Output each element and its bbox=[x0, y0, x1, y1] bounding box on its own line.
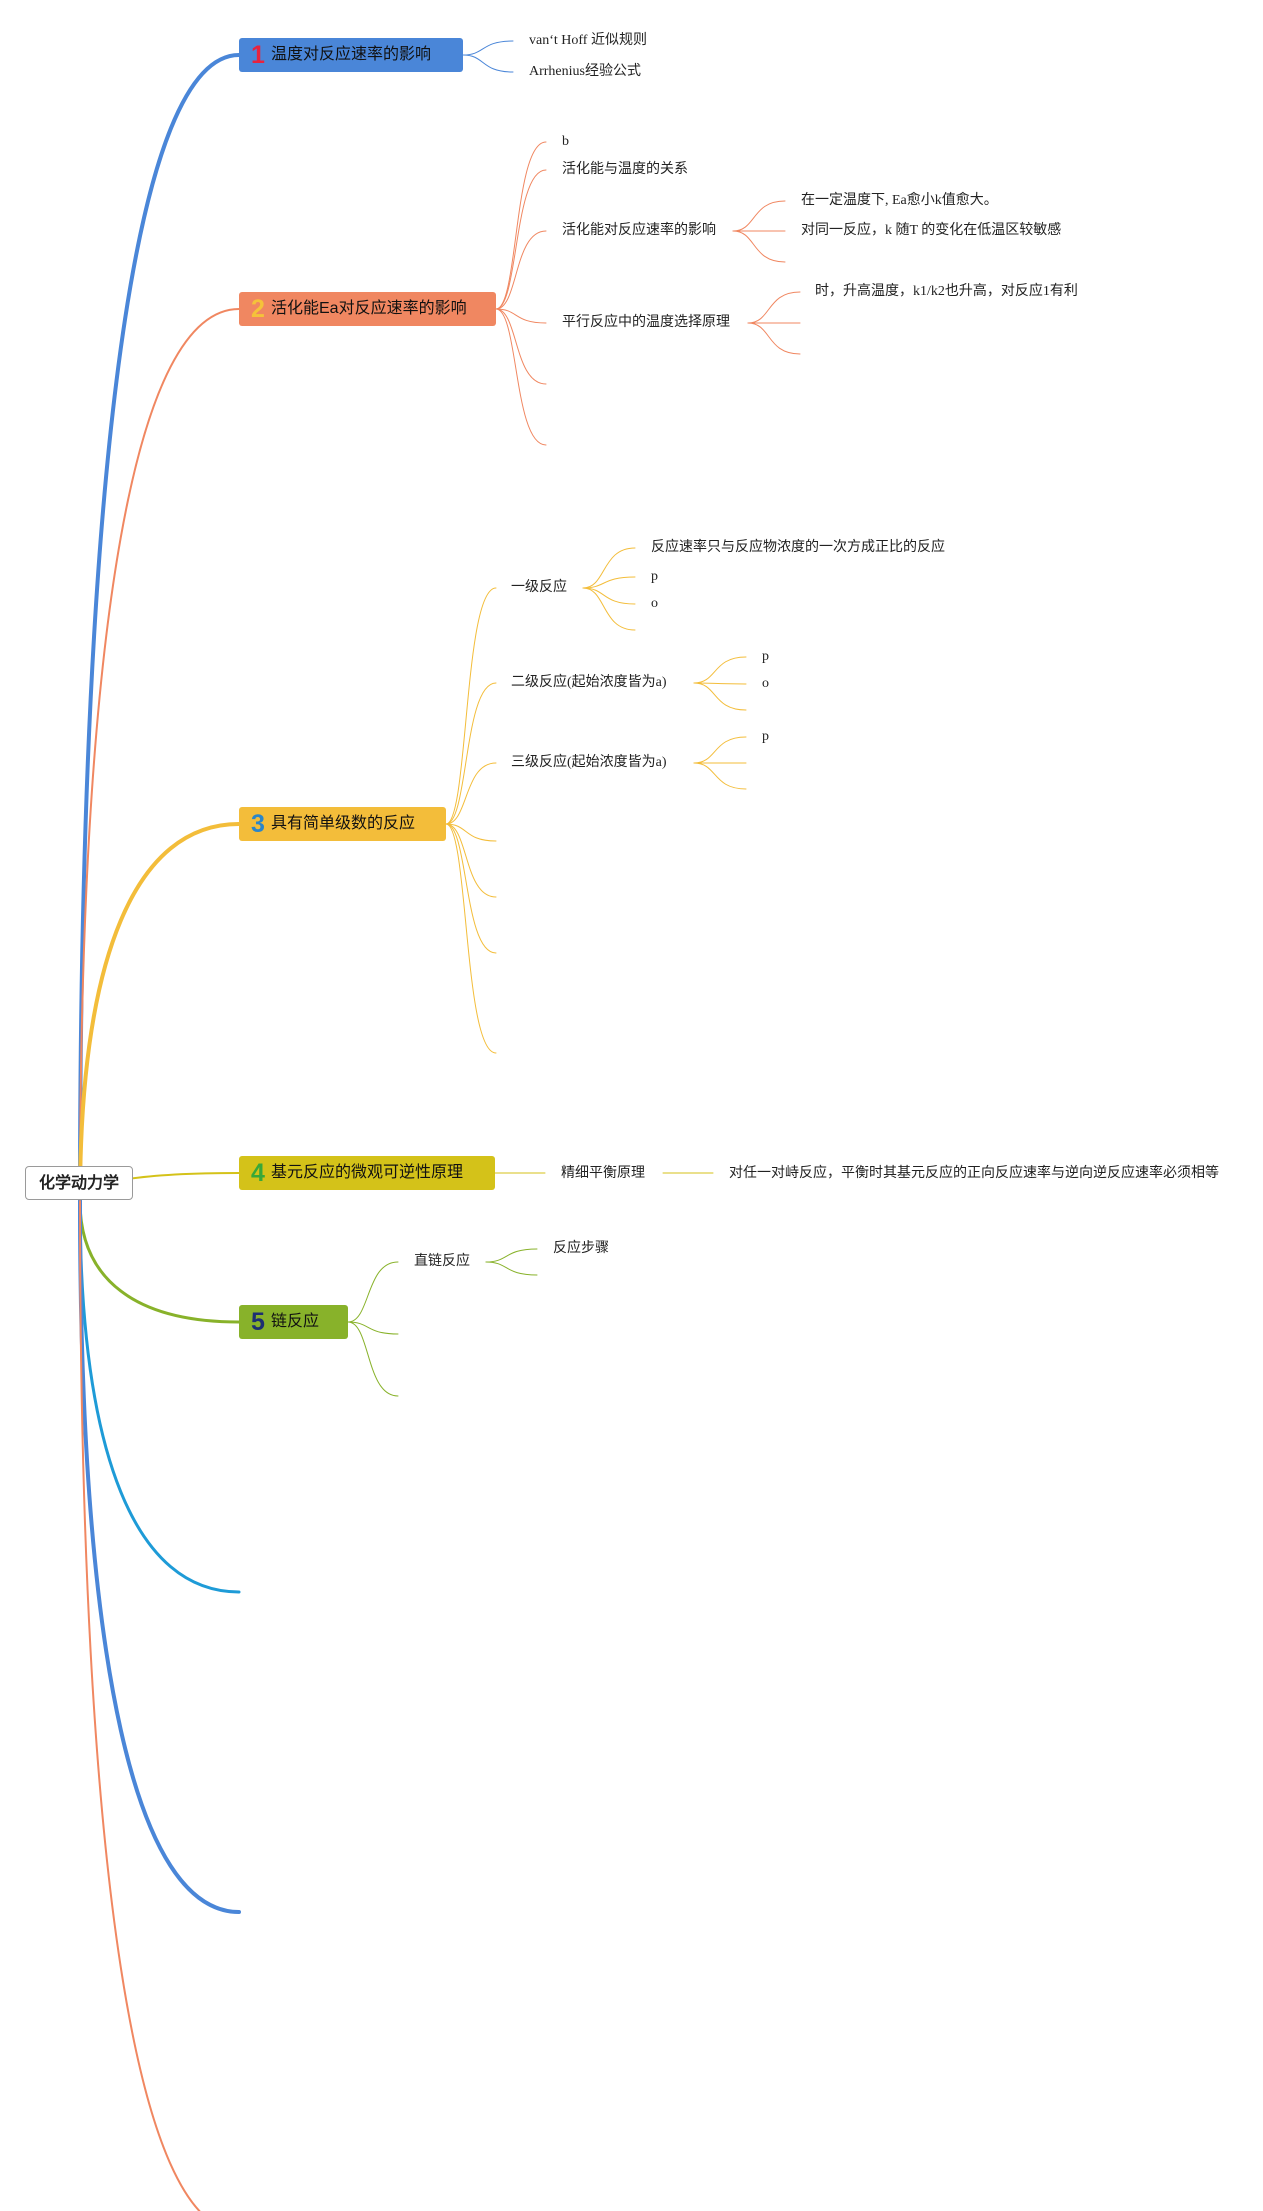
first-order-leaf-o[interactable]: o bbox=[651, 596, 658, 611]
edge-b1-c2 bbox=[462, 54, 514, 73]
edge-b3-so-3 bbox=[693, 682, 747, 711]
branch-2-child-activation-temperature[interactable]: 活化能与温度的关系 bbox=[562, 162, 688, 177]
parallel-reaction-leaf-1[interactable]: 时，升高温度，k1/k2也升高，对反应1有利 bbox=[815, 284, 1078, 299]
edge-b3-c1 bbox=[445, 587, 497, 825]
branch-2-label: 活化能Ea对反应速率的影响 bbox=[271, 300, 467, 317]
edge-b2-ar-1 bbox=[732, 200, 786, 232]
edge-b2-c4 bbox=[495, 308, 547, 324]
edge-root-empty-branch-7 bbox=[78, 1199, 241, 1914]
number-5-icon: 5 bbox=[251, 1308, 265, 1336]
activation-rate-leaf-2[interactable]: 对同一反应，k 随T 的变化在低温区较敏感 bbox=[801, 223, 1062, 238]
activation-rate-leaf-1[interactable]: 在一定温度下, Ea愈小k值愈大。 bbox=[801, 193, 998, 208]
number-2-icon: 2 bbox=[251, 295, 265, 323]
edge-root-branch-5 bbox=[78, 1199, 241, 1324]
edge-b2-ar-3 bbox=[732, 230, 786, 263]
edge-b2-c3 bbox=[495, 230, 547, 310]
edge-b3-to-3 bbox=[693, 762, 747, 790]
edge-b5-c1 bbox=[347, 1261, 399, 1323]
third-order-leaf-p[interactable]: p bbox=[762, 729, 769, 744]
edge-b3-fo-1 bbox=[582, 547, 636, 589]
edge-root-branch-1 bbox=[78, 53, 241, 1203]
branch-4-label: 基元反应的微观可逆性原理 bbox=[271, 1164, 464, 1181]
edge-b2-pr-1 bbox=[747, 291, 801, 324]
edge-b3-fo-3 bbox=[582, 587, 636, 605]
second-order-reaction[interactable]: 二级反应(起始浓度皆为a) bbox=[511, 675, 667, 690]
branch-3-topic[interactable]: 3 具有简单级数的反应 bbox=[239, 807, 446, 841]
edge-b3-c7 bbox=[445, 823, 497, 1054]
edge-b3-fo-4 bbox=[582, 587, 636, 631]
branch-4-topic[interactable]: 4 基元反应的微观可逆性原理 bbox=[239, 1156, 495, 1190]
edge-b5-sc-2 bbox=[485, 1261, 538, 1276]
edge-b5-c2 bbox=[347, 1321, 399, 1335]
second-order-leaf-p[interactable]: p bbox=[762, 649, 769, 664]
branch-2-child-parallel-reaction[interactable]: 平行反应中的温度选择原理 bbox=[562, 315, 730, 330]
branch-1-topic[interactable]: 1 温度对反应速率的影响 bbox=[239, 38, 463, 72]
root-topic[interactable]: 化学动力学 bbox=[25, 1166, 133, 1200]
edge-b3-c3 bbox=[445, 762, 497, 825]
second-order-leaf-o[interactable]: o bbox=[762, 676, 769, 691]
edge-b5-c3 bbox=[347, 1321, 399, 1397]
edge-b2-c6 bbox=[495, 308, 547, 446]
edge-root-branch-3 bbox=[78, 822, 241, 1203]
third-order-reaction[interactable]: 三级反应(起始浓度皆为a) bbox=[511, 755, 667, 770]
edge-b5-sc-1 bbox=[485, 1248, 538, 1263]
edge-b3-c5 bbox=[445, 823, 497, 898]
edge-b3-so-1 bbox=[693, 656, 747, 684]
first-order-leaf-1[interactable]: 反应速率只与反应物浓度的一次方成正比的反应 bbox=[651, 540, 945, 555]
first-order-reaction[interactable]: 一级反应 bbox=[511, 580, 567, 595]
edge-b2-pr-3 bbox=[747, 322, 801, 355]
edge-b1-c1 bbox=[462, 40, 514, 56]
branch-1-child-2[interactable]: Arrhenius经验公式 bbox=[529, 64, 641, 79]
edge-b3-fo-2 bbox=[582, 576, 636, 589]
branch-2-child-b[interactable]: b bbox=[562, 134, 569, 149]
number-3-icon: 3 bbox=[251, 810, 265, 838]
edge-b3-c4 bbox=[445, 823, 497, 842]
edge-b2-c2 bbox=[495, 169, 547, 310]
branch-3-label: 具有简单级数的反应 bbox=[271, 815, 416, 832]
branch-1-label: 温度对反应速率的影响 bbox=[271, 46, 432, 63]
branch-5-label: 链反应 bbox=[271, 1313, 320, 1330]
edge-b3-c2 bbox=[445, 682, 497, 825]
number-4-icon: 4 bbox=[251, 1159, 265, 1187]
edge-b3-to-1 bbox=[693, 736, 747, 764]
detailed-balance-leaf-1[interactable]: 对任一对峙反应，平衡时其基元反应的正向反应速率与逆向逆反应速率必须相等 bbox=[729, 1166, 1219, 1181]
detailed-balance-principle[interactable]: 精细平衡原理 bbox=[561, 1166, 645, 1181]
edge-root-empty-branch-6 bbox=[78, 1199, 241, 1594]
number-1-icon: 1 bbox=[251, 41, 265, 69]
branch-2-child-activation-rate[interactable]: 活化能对反应速率的影响 bbox=[562, 223, 716, 238]
branch-5-topic[interactable]: 5 链反应 bbox=[239, 1305, 348, 1339]
edge-b3-c6 bbox=[445, 823, 497, 954]
branch-1-child-1[interactable]: van‘t Hoff 近似规则 bbox=[529, 33, 647, 48]
edge-b2-c1 bbox=[495, 141, 547, 310]
first-order-leaf-p[interactable]: p bbox=[651, 569, 658, 584]
straight-chain-reaction[interactable]: 直链反应 bbox=[414, 1254, 470, 1269]
edge-root-empty-branch-8 bbox=[79, 1200, 202, 2211]
straight-chain-leaf-1[interactable]: 反应步骤 bbox=[553, 1241, 609, 1256]
branch-2-topic[interactable]: 2 活化能Ea对反应速率的影响 bbox=[239, 292, 496, 326]
edge-root-branch-2 bbox=[79, 308, 240, 1202]
edge-b2-c5 bbox=[495, 308, 547, 385]
